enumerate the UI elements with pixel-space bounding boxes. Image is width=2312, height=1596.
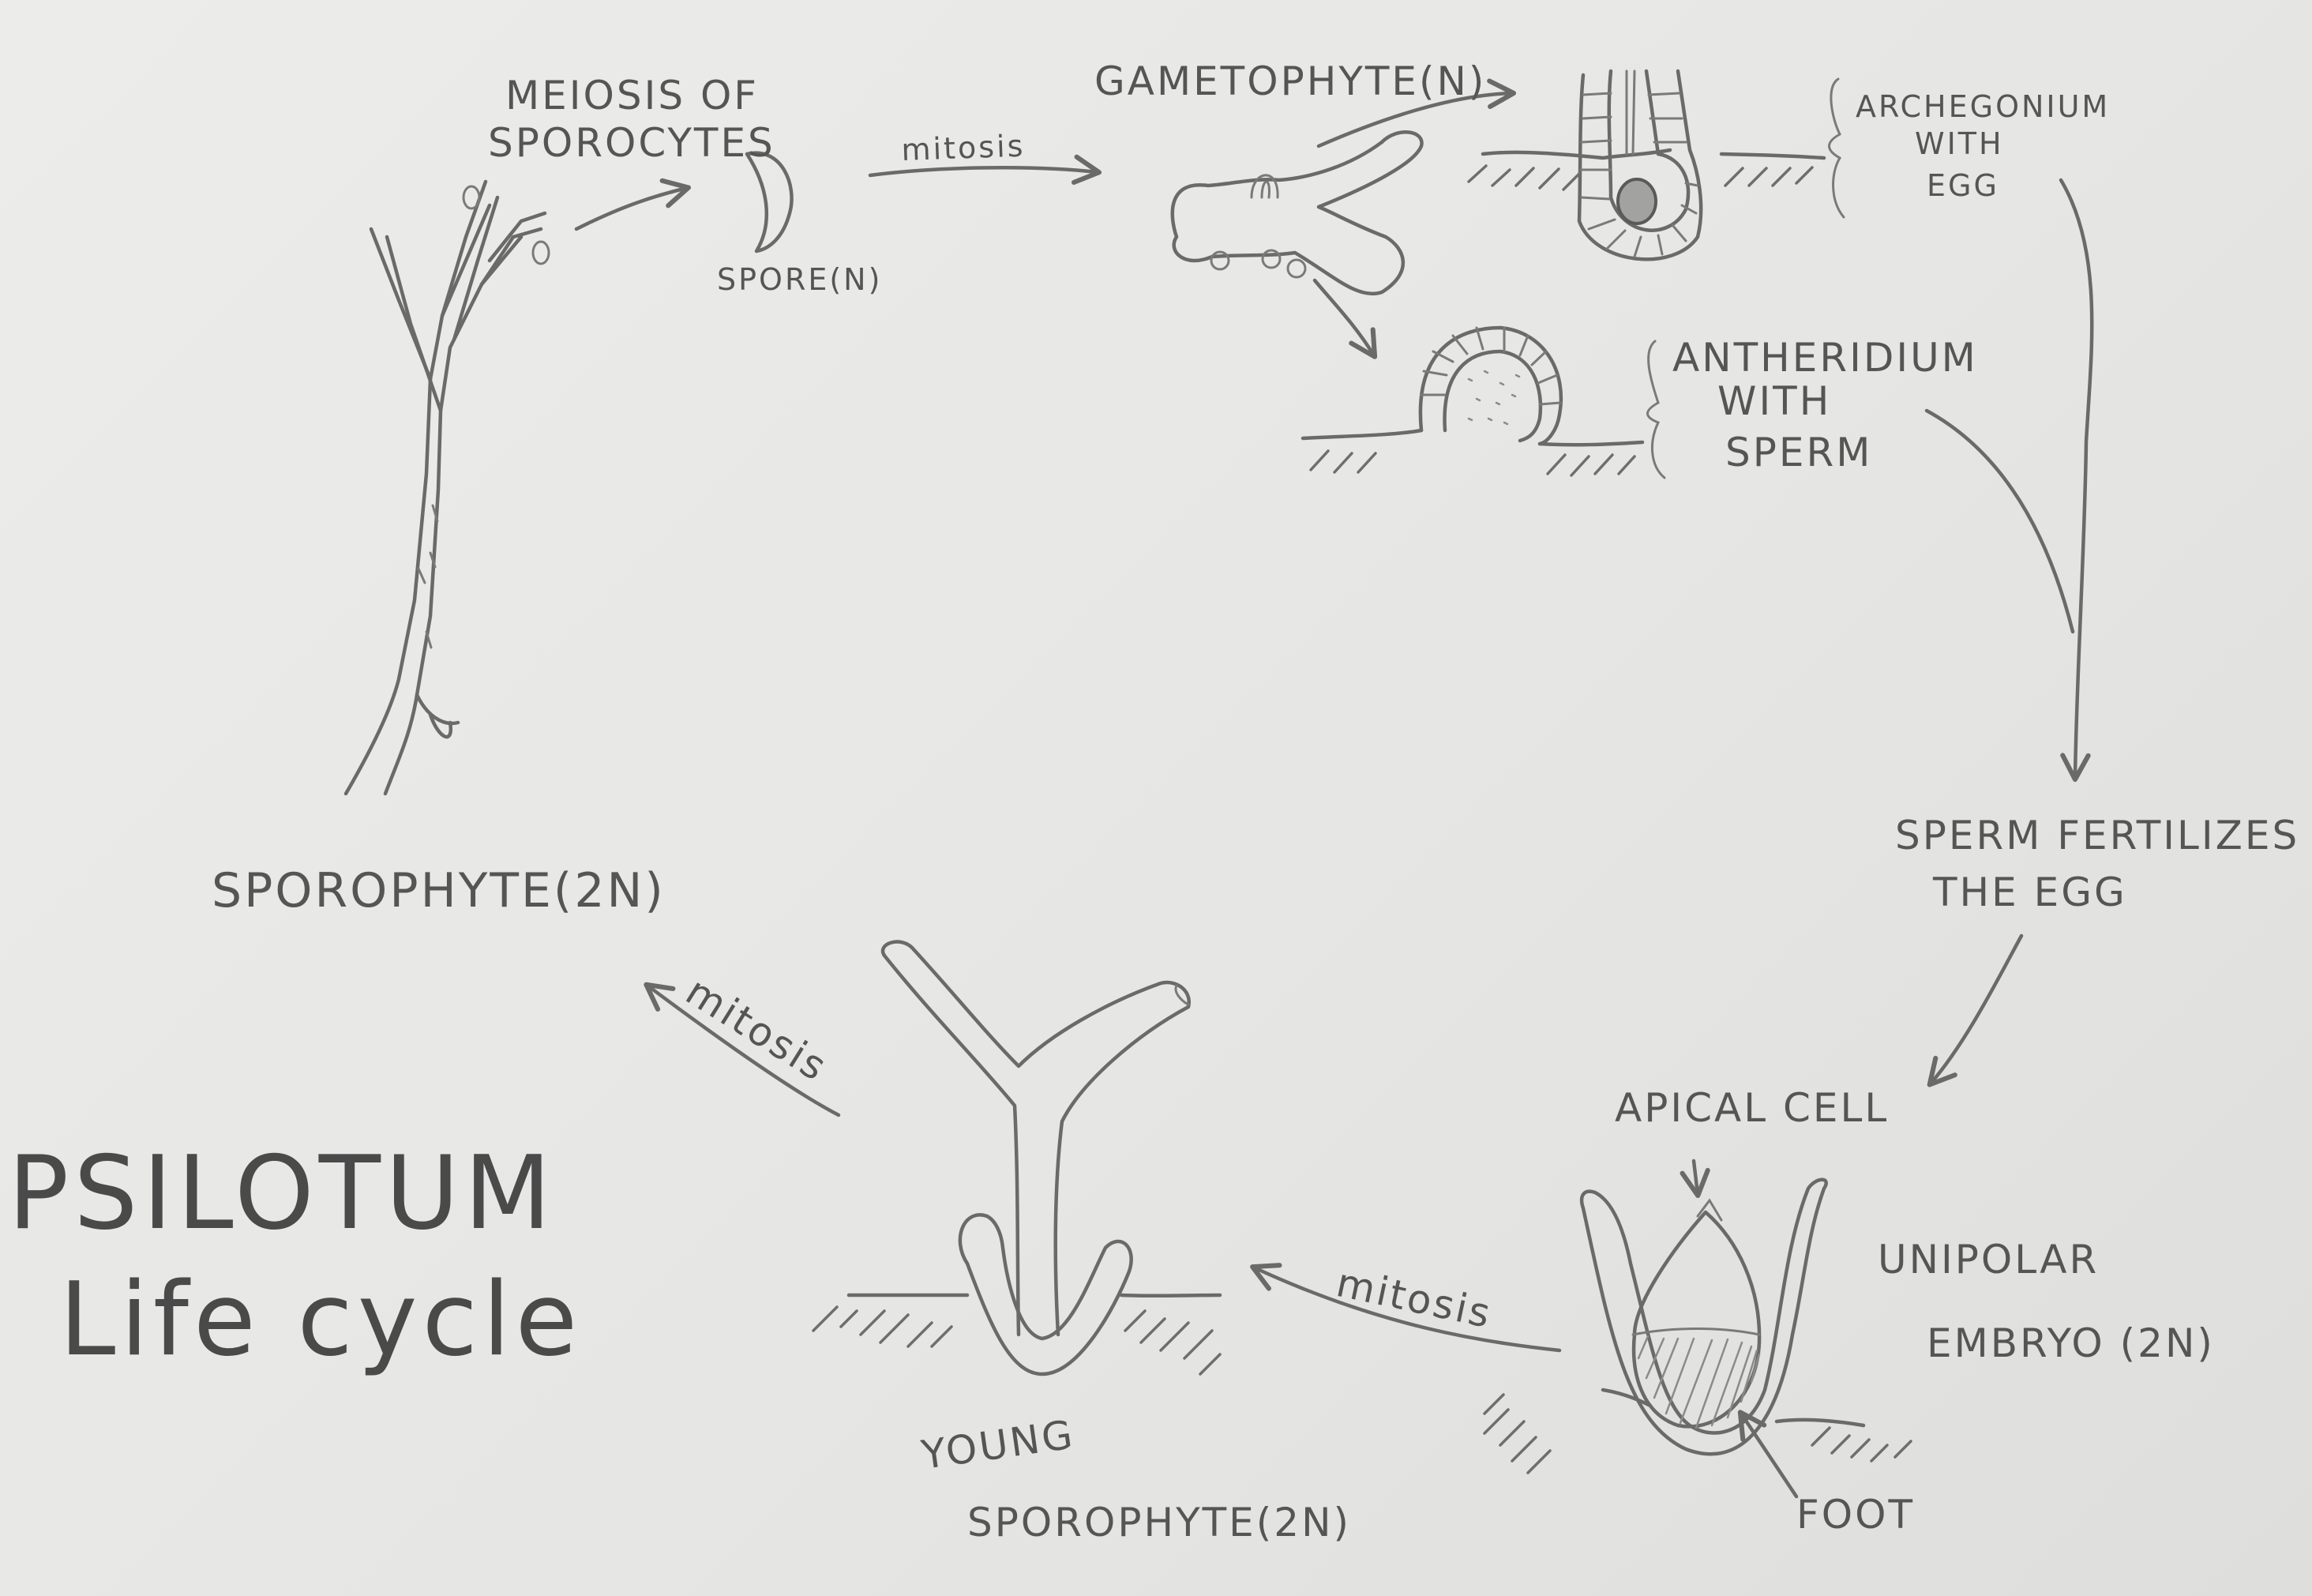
svg-text:PSILOTUM: PSILOTUM (8, 1135, 556, 1252)
archegonium-drawing (1467, 69, 1826, 261)
sporophyte-drawing (343, 179, 550, 796)
antheridium-label: ANTHERIDIUM WITH SPERM (1672, 335, 1978, 475)
cycle-arrows (574, 78, 2094, 1353)
foot-label: FOOT (1796, 1492, 1915, 1538)
svg-text:ARCHEGONIUM: ARCHEGONIUM (1856, 89, 2110, 124)
meiosis-label: MEIOSIS OF SPOROCYTES (488, 73, 775, 166)
svg-text:EGG: EGG (1927, 168, 1999, 203)
mitosis-label-left: mitosis (678, 968, 836, 1091)
sporophyte-label: SPOROPHYTE(2N) (212, 863, 666, 918)
unipolar-embryo-label: UNIPOLAR EMBRYO (2N) (1878, 1237, 2215, 1366)
diagram-title: PSILOTUM Life cycle (8, 1135, 582, 1379)
mitosis-label-top: mitosis (901, 129, 1026, 167)
svg-text:SPERM FERTILIZES: SPERM FERTILIZES (1895, 813, 2299, 858)
svg-text:SPOROCYTES: SPOROCYTES (488, 120, 775, 166)
young-sporophyte-label: YOUNG SPOROPHYTE(2N) (918, 1411, 1351, 1545)
embryo-drawing (1483, 1159, 1912, 1499)
svg-text:YOUNG: YOUNG (918, 1411, 1078, 1478)
apical-cell-label: APICAL CELL (1615, 1085, 1889, 1131)
spore-label: SPORE(N) (717, 262, 882, 297)
svg-text:THE EGG: THE EGG (1932, 869, 2127, 915)
svg-text:EMBRYO (2N): EMBRYO (2N) (1927, 1320, 2215, 1366)
fertilization-label: SPERM FERTILIZES THE EGG (1895, 813, 2299, 915)
label-braces (1646, 77, 1845, 479)
svg-text:SPERM: SPERM (1725, 430, 1872, 475)
svg-text:MEIOSIS OF: MEIOSIS OF (505, 73, 759, 118)
gametophyte-label: GAMETOPHYTE(N) (1094, 58, 1486, 104)
gametophyte-drawing (1170, 130, 1424, 296)
antheridium-drawing (1300, 325, 1645, 477)
svg-text:WITH: WITH (1915, 126, 2004, 161)
svg-text:SPOROPHYTE(2N): SPOROPHYTE(2N) (967, 1500, 1351, 1545)
spore-drawing (745, 151, 794, 253)
svg-text:WITH: WITH (1717, 378, 1831, 424)
young-sporophyte-drawing (812, 940, 1222, 1376)
svg-text:UNIPOLAR: UNIPOLAR (1878, 1237, 2099, 1282)
archegonium-label: ARCHEGONIUM WITH EGG (1856, 89, 2110, 203)
svg-text:Life cycle: Life cycle (59, 1261, 582, 1379)
svg-text:ANTHERIDIUM: ANTHERIDIUM (1672, 335, 1978, 381)
